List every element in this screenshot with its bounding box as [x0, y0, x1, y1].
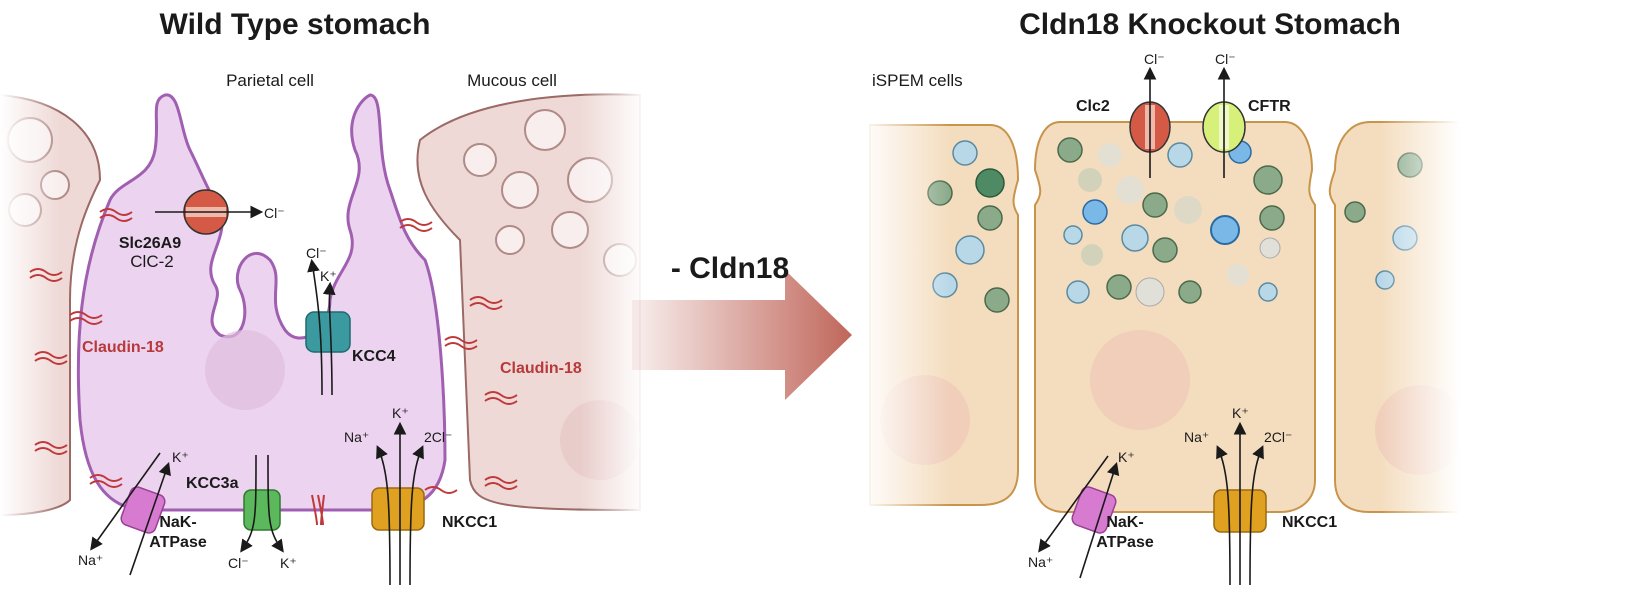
left-title: Wild Type stomach — [160, 8, 431, 41]
nkcc1-na-label: Na⁺ — [344, 429, 369, 445]
claudin-18-markers — [29, 208, 518, 526]
kcc4-label: KCC4 — [352, 348, 396, 365]
kcc4-transporter — [305, 258, 351, 396]
kcc3a-label: KCC3a — [186, 475, 239, 492]
kcc3a-transporter — [240, 454, 284, 553]
kcc4-k-label: K⁺ — [320, 268, 337, 284]
slc-ion-label: Cl⁻ — [264, 205, 285, 221]
nak-atpase-label-2: ATPase — [149, 534, 207, 551]
parietal-cell-label: Parietal cell — [226, 71, 314, 90]
slc26a9-label: Slc26A9 — [119, 235, 181, 252]
nak-k-label: K⁺ — [172, 449, 189, 465]
cldn18-removal-label: - Cldn18 — [671, 252, 789, 285]
nak-atpase-label-1: NaK- — [159, 514, 196, 531]
cftr-label: CFTR — [1248, 98, 1291, 115]
nkcc1-k-label: K⁺ — [392, 405, 409, 421]
nkcc1-right-cl-label: 2Cl⁻ — [1264, 429, 1292, 445]
nkcc1-right-na-label: Na⁺ — [1184, 429, 1209, 445]
nak-atpase-left — [90, 452, 171, 576]
kcc3a-cl-label: Cl⁻ — [228, 555, 249, 571]
nak-right-na-label: Na⁺ — [1028, 554, 1053, 570]
nak-right-label-1: NaK- — [1106, 514, 1143, 531]
parietal-cell — [76, 93, 447, 512]
nkcc1-cl-label: 2Cl⁻ — [424, 429, 452, 445]
right-title: Cldn18 Knockout Stomach — [1019, 8, 1401, 41]
ispem-cells-label: iSPEM cells — [872, 71, 963, 90]
nak-right-label-2: ATPase — [1096, 534, 1154, 551]
mucous-cell-label: Mucous cell — [467, 71, 557, 90]
nak-atpase-right — [1038, 455, 1120, 579]
nak-right-k-label: K⁺ — [1118, 449, 1135, 465]
claudin-18-left-label: Claudin-18 — [82, 339, 164, 356]
clc-2-label: ClC-2 — [130, 252, 173, 271]
nkcc1-right-label: NKCC1 — [1282, 514, 1337, 531]
cftr-ion-label: Cl⁻ — [1215, 51, 1236, 67]
clc2-channel — [1129, 66, 1171, 178]
nak-na-label: Na⁺ — [78, 552, 103, 568]
nkcc1-right — [1213, 421, 1267, 586]
kcc4-cl-label: Cl⁻ — [306, 245, 327, 261]
nkcc1-left — [371, 421, 425, 586]
transition-arrow — [632, 270, 852, 400]
nkcc1-label: NKCC1 — [442, 514, 497, 531]
slc26a9-channel — [155, 189, 264, 235]
clc2-label: Clc2 — [1076, 98, 1110, 115]
claudin-18-right-label: Claudin-18 — [500, 360, 582, 377]
kcc3a-k-label: K⁺ — [280, 555, 297, 571]
clc2-ion-label: Cl⁻ — [1144, 51, 1165, 67]
ispem-cell-middle — [1033, 121, 1316, 513]
cftr-channel — [1202, 66, 1246, 178]
nkcc1-right-k-label: K⁺ — [1232, 405, 1249, 421]
